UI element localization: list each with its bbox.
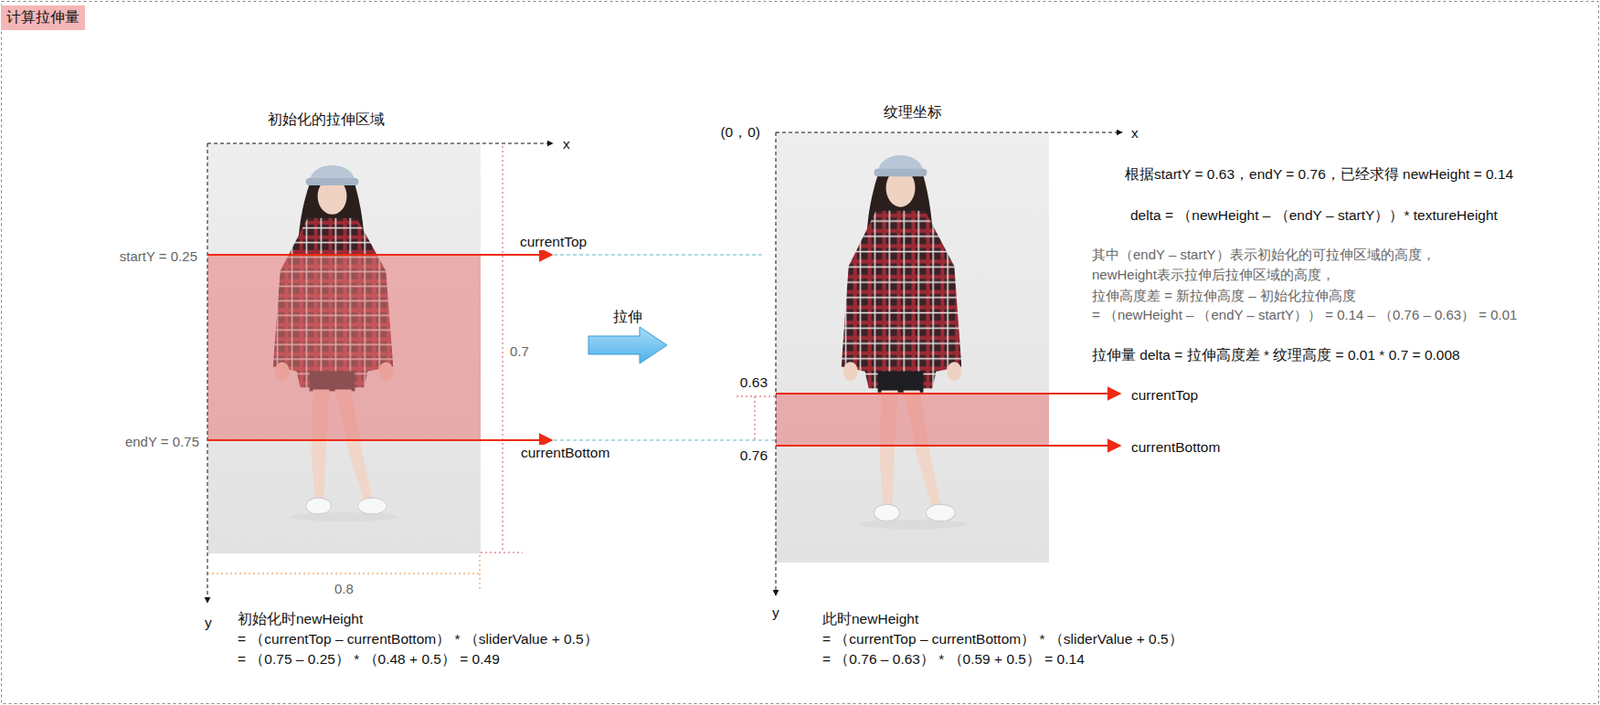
formula-text: = （newHeight – （endY – startY）） = 0.14 –… xyxy=(1090,307,1519,324)
panel-heading: 初始化的拉伸区域 xyxy=(265,111,387,129)
axis-label: y xyxy=(202,614,214,633)
line-label: currentBottom xyxy=(1129,439,1222,457)
note-text: newHeight表示拉伸后拉伸区域的高度， xyxy=(1090,266,1337,284)
formula-text: = （currentTop – currentBottom） * （slider… xyxy=(235,631,601,649)
note-text: 拉伸高度差 = 新拉伸高度 – 初始化拉伸高度 xyxy=(1090,287,1358,305)
axis-label: y xyxy=(770,604,782,623)
formula-text: = （0.75 – 0.25） * （0.48 + 0.5） = 0.49 xyxy=(235,651,502,669)
formula-text: 此时newHeight xyxy=(820,611,921,629)
formula-text: 初始化时newHeight xyxy=(235,611,365,629)
formula-text: = （currentTop – currentBottom） * （slider… xyxy=(820,631,1186,649)
formula-text: 拉伸量 delta = 拉伸高度差 * 纹理高度 = 0.01 * 0.7 = … xyxy=(1090,347,1463,365)
title-tag: 计算拉伸量 xyxy=(0,5,85,31)
line-label: currentBottom xyxy=(519,445,612,463)
panel-heading: 纹理坐标 xyxy=(881,104,944,122)
line-label: currentTop xyxy=(1129,387,1200,405)
dimension-label: 0.8 xyxy=(332,581,356,598)
formula-text: = （0.76 – 0.63） * （0.59 + 0.5） = 0.14 xyxy=(820,651,1087,669)
note-text: 根据startY = 0.63，endY = 0.76，已经求得 newHeig… xyxy=(1123,166,1516,184)
note-text: 其中（endY – startY）表示初始化的可拉伸区域的高度， xyxy=(1090,246,1438,264)
coordinate-label: 0.76 xyxy=(738,447,770,466)
formula-text: delta = （newHeight – （endY – startY））* t… xyxy=(1128,207,1500,225)
coordinate-label: 0.63 xyxy=(738,374,770,393)
coordinate-label: endY = 0.75 xyxy=(123,434,202,451)
arrow-label: 拉伸 xyxy=(611,308,645,327)
dimension-label: 0.7 xyxy=(508,343,531,361)
axis-label: x xyxy=(561,136,573,154)
line-label: currentTop xyxy=(518,233,589,252)
origin-label: (0，0) xyxy=(718,124,763,142)
coordinate-label: startY = 0.25 xyxy=(117,248,200,265)
axis-label: x xyxy=(1129,125,1141,143)
